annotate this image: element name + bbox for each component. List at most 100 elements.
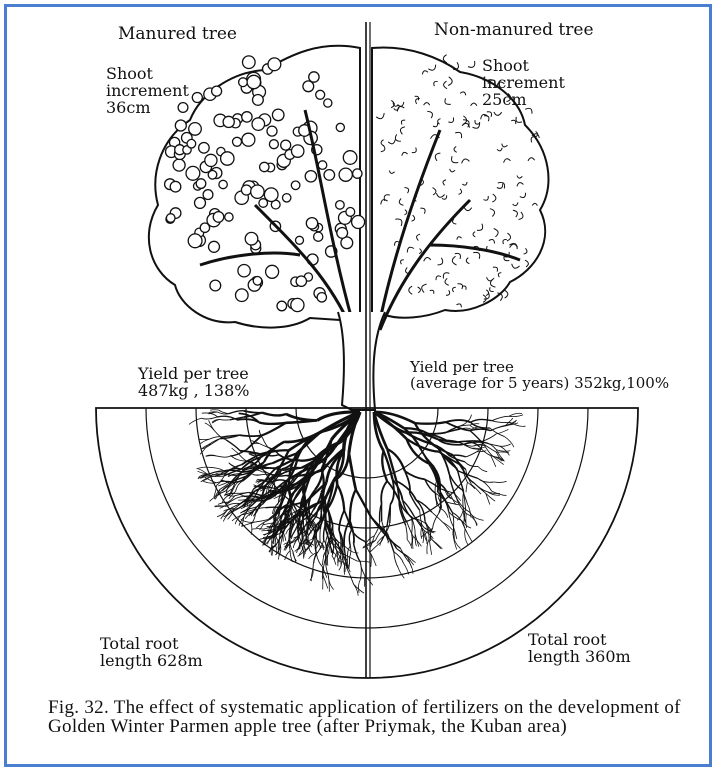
root	[485, 493, 496, 502]
root	[424, 479, 437, 495]
root	[427, 431, 447, 435]
root	[285, 539, 290, 551]
root	[328, 528, 334, 544]
leaf	[467, 60, 476, 68]
leaf	[489, 287, 494, 293]
root	[260, 473, 273, 476]
root	[265, 488, 272, 495]
root	[348, 545, 352, 559]
leaf	[497, 272, 502, 278]
root	[409, 493, 421, 511]
root	[320, 439, 333, 471]
root	[247, 461, 265, 476]
root	[473, 444, 485, 447]
root	[215, 505, 227, 508]
root	[203, 481, 217, 484]
fruit	[336, 226, 349, 239]
root	[328, 575, 330, 592]
root	[258, 421, 287, 426]
root	[465, 482, 468, 493]
root	[254, 469, 263, 473]
root	[464, 528, 469, 546]
branches	[199, 109, 521, 331]
fruit	[219, 151, 235, 166]
root-system	[188, 409, 526, 596]
root	[277, 547, 280, 560]
root	[395, 480, 417, 501]
root	[401, 500, 413, 519]
root	[316, 410, 361, 422]
fruit	[315, 89, 326, 100]
root	[243, 502, 250, 509]
left-title: Manured tree	[118, 24, 237, 44]
fruit	[244, 231, 259, 246]
root	[429, 528, 433, 542]
root	[223, 468, 242, 477]
root	[348, 529, 353, 546]
root	[448, 511, 462, 522]
root	[255, 479, 264, 483]
root	[340, 547, 347, 563]
root	[431, 511, 443, 523]
leaf	[442, 272, 450, 279]
leaf	[432, 122, 439, 128]
fruit	[212, 210, 225, 223]
leaf	[493, 228, 499, 238]
root	[281, 459, 296, 471]
fruit	[316, 291, 328, 303]
leaf	[524, 107, 533, 114]
root	[424, 521, 430, 540]
root	[308, 551, 318, 560]
root	[188, 417, 202, 425]
root	[297, 520, 303, 532]
root	[420, 525, 423, 539]
leaf	[465, 257, 470, 265]
root	[251, 500, 265, 503]
fruit	[185, 165, 201, 181]
root	[259, 429, 264, 439]
leaf	[404, 187, 410, 194]
root	[360, 562, 366, 577]
root	[405, 438, 432, 466]
fruit	[294, 235, 305, 245]
root	[243, 456, 262, 470]
leaf	[451, 255, 457, 266]
root	[262, 535, 272, 546]
leaf	[449, 168, 456, 173]
root	[261, 411, 287, 417]
root	[346, 568, 355, 585]
root	[268, 522, 273, 533]
root	[335, 450, 345, 485]
leaf	[503, 158, 511, 163]
fruit-dots	[163, 55, 366, 313]
fruit	[323, 98, 333, 108]
root	[227, 473, 237, 477]
root	[411, 517, 416, 534]
root	[273, 479, 276, 490]
root	[274, 489, 277, 497]
root	[358, 579, 361, 593]
root	[461, 520, 472, 529]
leaf	[489, 208, 496, 217]
fruit	[252, 275, 263, 286]
root	[510, 422, 526, 427]
root	[304, 539, 313, 545]
fruit	[241, 111, 253, 123]
root	[496, 451, 509, 454]
root	[471, 426, 480, 430]
root	[445, 421, 471, 432]
root	[255, 494, 264, 513]
root	[428, 539, 433, 555]
root	[287, 486, 298, 505]
root	[291, 469, 304, 481]
root	[504, 436, 515, 448]
root	[300, 527, 303, 541]
root	[255, 499, 264, 509]
root	[261, 534, 269, 544]
root	[216, 472, 227, 486]
root	[316, 508, 329, 526]
root	[231, 514, 242, 522]
root	[302, 525, 307, 537]
leaf	[388, 170, 395, 174]
root	[455, 496, 470, 513]
